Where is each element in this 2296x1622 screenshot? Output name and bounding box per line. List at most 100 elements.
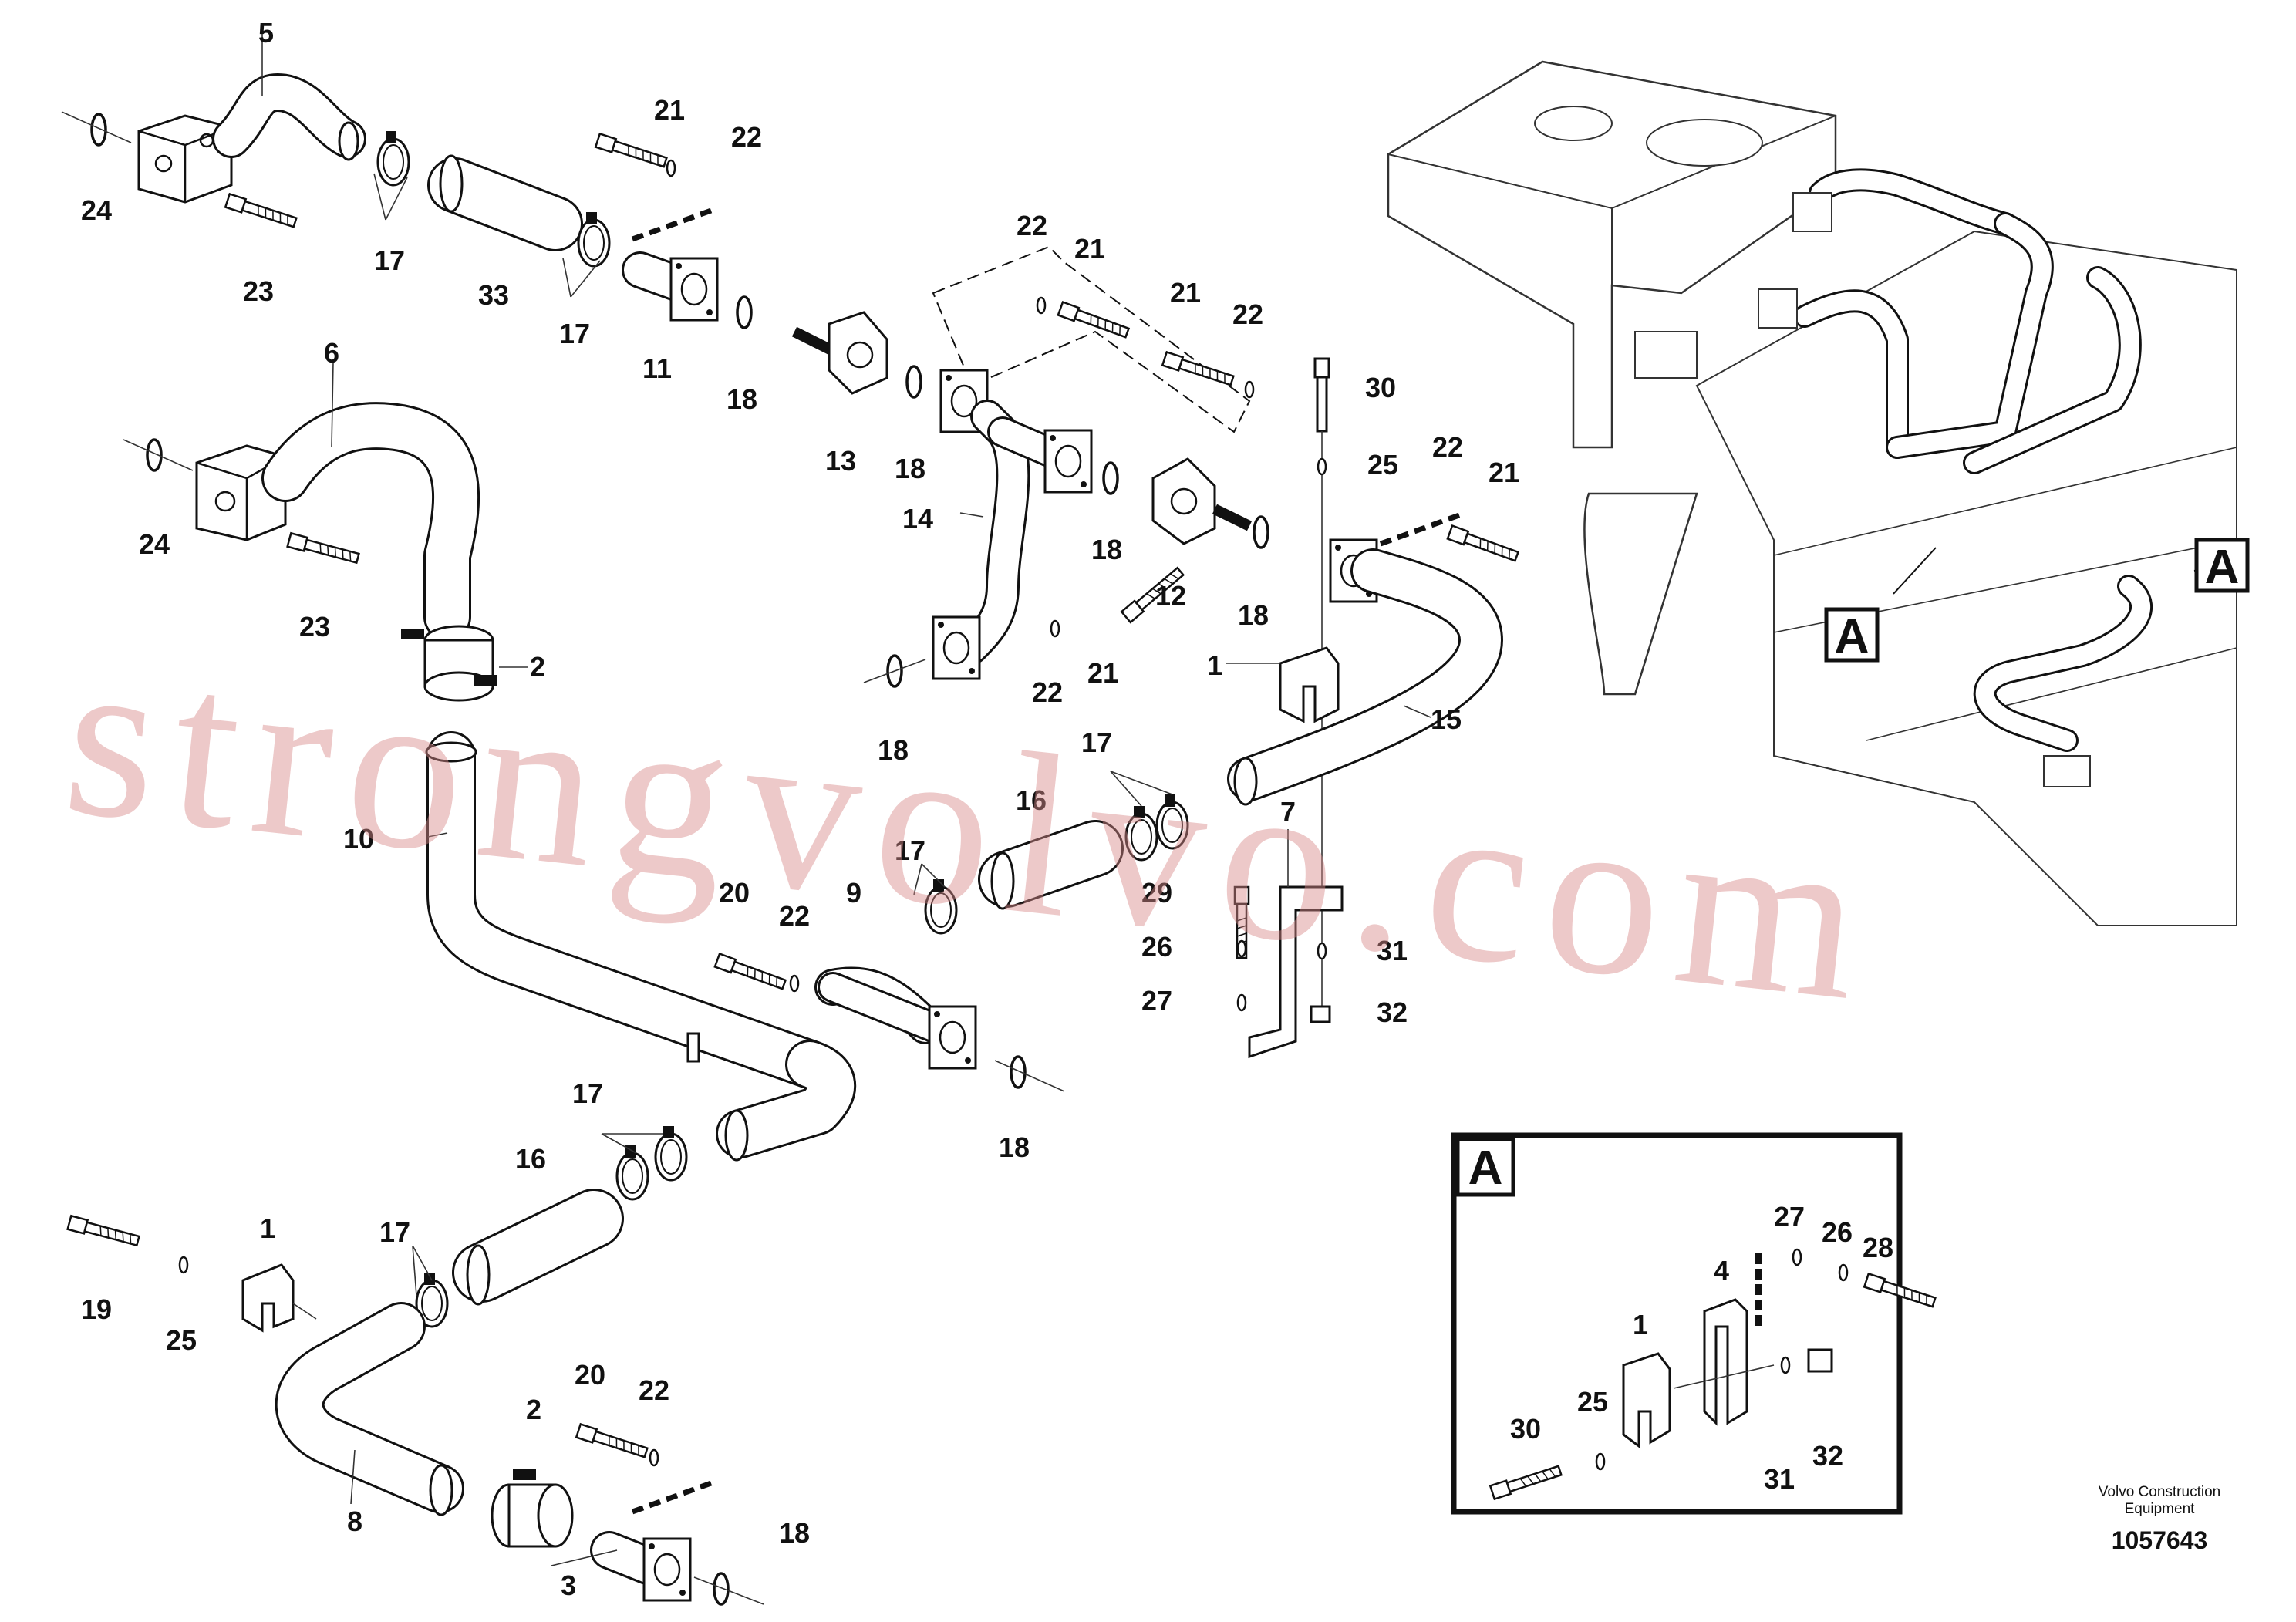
callout-21b: 21 (1074, 233, 1105, 265)
detail-box-title: A (1468, 1141, 1503, 1195)
document-number: 1057643 (2112, 1526, 2208, 1554)
view-marker-a1: A (2194, 538, 2250, 594)
washer-22c (1244, 380, 1255, 399)
callout-24b: 24 (139, 528, 170, 560)
clamp-17a (376, 130, 410, 187)
callout-20b: 20 (575, 1359, 605, 1391)
bolt-19 (66, 1215, 141, 1249)
detail-washer-25 (1595, 1452, 1606, 1471)
callout-1c: 1 (1633, 1309, 1648, 1340)
hose-16a (978, 820, 1124, 910)
callout-22g: 22 (639, 1374, 669, 1406)
callout-22b: 22 (1017, 210, 1047, 241)
callout-32a: 32 (1377, 996, 1408, 1028)
callout-23b: 23 (299, 611, 330, 642)
oring-18f (994, 1055, 1065, 1092)
pipe-10 (425, 731, 856, 1162)
clip-1a (1279, 646, 1340, 723)
bolt-21c (1161, 351, 1236, 389)
clamp-2a (401, 625, 497, 702)
callout-21c: 21 (1170, 277, 1201, 309)
callout-22d: 22 (1432, 431, 1463, 463)
oring-18e (863, 654, 926, 688)
callout-17f: 17 (379, 1216, 410, 1248)
callout-21e: 21 (1087, 657, 1118, 689)
washer-22b (1036, 296, 1047, 315)
flange-pipe-3 (590, 1531, 692, 1602)
callout-14: 14 (902, 503, 933, 534)
callout-13: 13 (825, 445, 856, 477)
view-marker-a1-label: A (2205, 541, 2240, 594)
callout-8: 8 (347, 1506, 362, 1537)
pipe-15 (1227, 538, 1503, 806)
callout-6: 6 (324, 337, 339, 369)
detail-nut-32 (1807, 1348, 1833, 1373)
callout-22a: 22 (731, 121, 762, 153)
nut-32a (1310, 1005, 1331, 1023)
callout-18g: 18 (779, 1517, 810, 1549)
oring-24b (123, 438, 194, 472)
callout-24a: 24 (81, 194, 112, 226)
bolt-20a (713, 953, 787, 993)
detail-bracket-4 (1703, 1253, 1762, 1426)
callout-19: 19 (81, 1293, 112, 1325)
view-marker-a2-label: A (1835, 610, 1870, 663)
callout-21a: 21 (654, 94, 685, 126)
callout-23a: 23 (243, 275, 274, 307)
detail-washer-27 (1792, 1248, 1802, 1266)
callout-18a: 18 (727, 383, 757, 415)
flange-pipe-11 (622, 251, 719, 322)
washer-22g (649, 1448, 659, 1467)
callout-18c: 18 (1091, 534, 1122, 565)
connector-13 (791, 311, 888, 395)
bolt-21d (1446, 524, 1520, 565)
callout-2b: 2 (526, 1394, 541, 1425)
callout-20a: 20 (719, 877, 750, 909)
callout-10: 10 (343, 823, 374, 855)
bolt-20b (575, 1423, 649, 1461)
callout-27a: 27 (1141, 985, 1172, 1017)
washer-25b (178, 1256, 189, 1274)
callout-25a: 25 (1367, 449, 1398, 481)
callout-18e: 18 (878, 734, 909, 766)
callout-4: 4 (1714, 1255, 1729, 1286)
callout-16a: 16 (1016, 784, 1047, 816)
callout-21d: 21 (1489, 457, 1519, 488)
hose-16b (452, 1189, 624, 1306)
callout-17d: 17 (895, 835, 925, 866)
callout-22c: 22 (1232, 298, 1263, 330)
pipe-14 (932, 369, 1093, 680)
oring-18d (1253, 515, 1269, 549)
callout-25b: 25 (166, 1324, 197, 1356)
bolt-30 (1313, 357, 1330, 1018)
seal-plate-upper (932, 245, 1251, 433)
callout-17e: 17 (572, 1077, 603, 1109)
callout-26b: 26 (1822, 1216, 1853, 1248)
callout-25c: 25 (1577, 1386, 1608, 1418)
pipe-9 (814, 966, 977, 1070)
clip-1b (241, 1263, 317, 1333)
oring-18c (1102, 461, 1119, 495)
manifold-block-6 (195, 402, 480, 641)
callout-5: 5 (258, 17, 274, 49)
callout-9: 9 (846, 877, 861, 909)
callout-30: 30 (1365, 372, 1396, 403)
washer-22e (1050, 619, 1060, 638)
callout-7: 7 (1280, 796, 1296, 828)
clamp-2b (491, 1469, 574, 1548)
brand-line-2: Equipment (2125, 1501, 2196, 1517)
callout-17a: 17 (374, 244, 405, 276)
manifold-block-5 (137, 73, 366, 204)
washer-22f (789, 974, 800, 993)
clamp-17b (577, 211, 611, 268)
callout-18f: 18 (999, 1131, 1030, 1163)
oring-24a (61, 111, 132, 147)
callout-17c: 17 (1081, 727, 1112, 758)
leader-lines (261, 32, 1431, 1566)
callout-27b: 27 (1774, 1201, 1805, 1233)
callout-22f: 22 (779, 900, 810, 932)
oring-18a (736, 295, 753, 329)
bolt-23b (286, 532, 361, 566)
callout-32b: 32 (1812, 1440, 1843, 1472)
